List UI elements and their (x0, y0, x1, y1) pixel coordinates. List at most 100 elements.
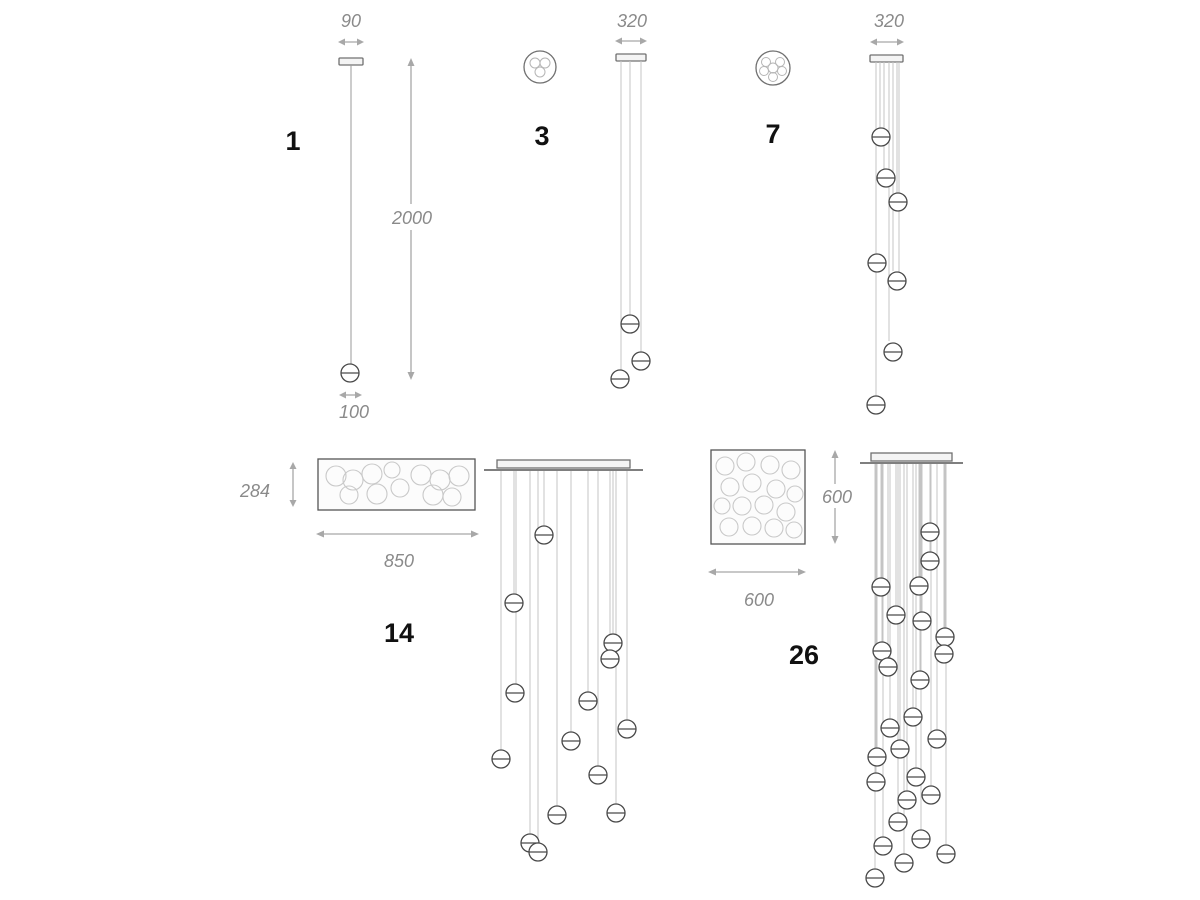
dimension-arrow-icon (708, 568, 716, 576)
glass-sphere-icon (606, 803, 626, 823)
model-number-7: 7 (765, 119, 780, 149)
dimension-drop-height: 2000 (388, 58, 436, 380)
ceiling-canopy-icon (615, 53, 647, 62)
glass-sphere-icon (528, 842, 548, 862)
dimension-sphere-diameter: 100 (339, 391, 369, 422)
dimension-canopy-width-26: 600 (708, 568, 806, 610)
dimension-label: 90 (341, 11, 361, 31)
glass-sphere-icon (547, 805, 567, 825)
glass-sphere-icon (903, 707, 923, 727)
glass-sphere-icon (878, 657, 898, 677)
glass-sphere-icon (871, 127, 891, 147)
glass-sphere-icon (865, 868, 885, 888)
glass-sphere-icon (912, 611, 932, 631)
dimension-arrow-icon (471, 530, 479, 538)
glass-sphere-icon (888, 192, 908, 212)
dimension-label: 100 (339, 402, 369, 422)
glass-sphere-icon (921, 785, 941, 805)
dimension-canopy-width-14: 850 (316, 530, 479, 571)
glass-sphere-icon (934, 644, 954, 664)
glass-sphere-icon (578, 691, 598, 711)
model-26-group: 600 600 26 (708, 449, 963, 888)
glass-sphere-icon (873, 836, 893, 856)
glass-sphere-icon (866, 395, 886, 415)
dimension-arrow-icon (316, 530, 324, 538)
glass-sphere-icon (897, 790, 917, 810)
dimension-canopy-width-1: 90 (338, 11, 364, 46)
model-number-1: 1 (285, 126, 300, 156)
model-number-14: 14 (384, 618, 414, 648)
dimension-arrow-icon (407, 58, 415, 66)
glass-sphere-icon (867, 747, 887, 767)
rectangular-canopy-plan (317, 458, 476, 511)
glass-sphere-icon (620, 314, 640, 334)
model-7-group: 7 320 (755, 11, 908, 415)
square-canopy-plan (710, 449, 806, 545)
dimension-arrow-icon (831, 536, 839, 544)
glass-sphere-icon (887, 271, 907, 291)
dimension-arrow-icon (407, 372, 415, 380)
glass-sphere-icon (872, 641, 892, 661)
dimension-label: 600 (744, 590, 774, 610)
glass-sphere-icon (888, 812, 908, 832)
glass-sphere-icon (883, 342, 903, 362)
dimension-label: 600 (822, 487, 852, 507)
glass-sphere-icon (617, 719, 637, 739)
dimension-canopy-height-26: 600 (816, 450, 858, 544)
ceiling-canopy-icon (869, 54, 904, 63)
round-canopy-plan-icon (523, 50, 557, 84)
dimension-arrow-icon (289, 500, 297, 507)
glass-sphere-icon (894, 853, 914, 873)
glass-sphere-icon (910, 670, 930, 690)
glass-sphere-icon (610, 369, 630, 389)
ceiling-canopy-icon (338, 57, 364, 66)
dimension-arrow-icon (357, 38, 364, 46)
model-1-group: 1 90 100 2000 (285, 11, 436, 422)
dimension-label: 2000 (391, 208, 432, 228)
dimension-canopy-depth-14: 284 (239, 462, 297, 507)
glass-sphere-icon (890, 739, 910, 759)
dimension-arrow-icon (355, 391, 362, 399)
model-14-group: 284 850 14 (239, 458, 643, 862)
dimension-arrow-icon (831, 450, 839, 458)
dimension-arrow-icon (339, 391, 346, 399)
ceiling-canopy-icon (860, 452, 963, 464)
glass-sphere-icon (876, 168, 896, 188)
glass-sphere-icon (880, 718, 900, 738)
dimension-arrow-icon (289, 462, 297, 469)
glass-sphere-icon (909, 576, 929, 596)
glass-sphere-icon (920, 522, 940, 542)
dimension-arrow-icon (615, 37, 622, 45)
dimension-label: 284 (239, 481, 270, 501)
glass-sphere-icon (920, 551, 940, 571)
glass-sphere-icon (505, 683, 525, 703)
glass-sphere-icon (935, 627, 955, 647)
dimension-label: 320 (617, 11, 647, 31)
dimension-label: 320 (874, 11, 904, 31)
glass-sphere-icon (936, 844, 956, 864)
model-number-26: 26 (789, 640, 819, 670)
dimension-arrow-icon (640, 37, 647, 45)
glass-sphere-icon (561, 731, 581, 751)
glass-sphere-icon (866, 772, 886, 792)
model-number-3: 3 (534, 121, 549, 151)
glass-sphere-icon (871, 577, 891, 597)
glass-sphere-icon (603, 633, 623, 653)
glass-sphere-icon (927, 729, 947, 749)
glass-sphere-icon (534, 525, 554, 545)
cable-bundle (500, 471, 628, 843)
glass-sphere-icon (504, 593, 524, 613)
dimension-arrow-icon (897, 38, 904, 46)
model-3-group: 3 320 (523, 11, 651, 389)
round-canopy-plan-icon (755, 50, 791, 86)
glass-sphere-icon (911, 829, 931, 849)
glass-sphere-icon (491, 749, 511, 769)
glass-sphere-icon (867, 253, 887, 273)
ceiling-canopy-icon (484, 459, 643, 471)
dimension-arrow-icon (338, 38, 345, 46)
dimension-canopy-width-3: 320 (615, 11, 647, 45)
glass-sphere-icon (886, 605, 906, 625)
glass-sphere-icon (631, 351, 651, 371)
dimension-canopy-width-7: 320 (870, 11, 904, 46)
